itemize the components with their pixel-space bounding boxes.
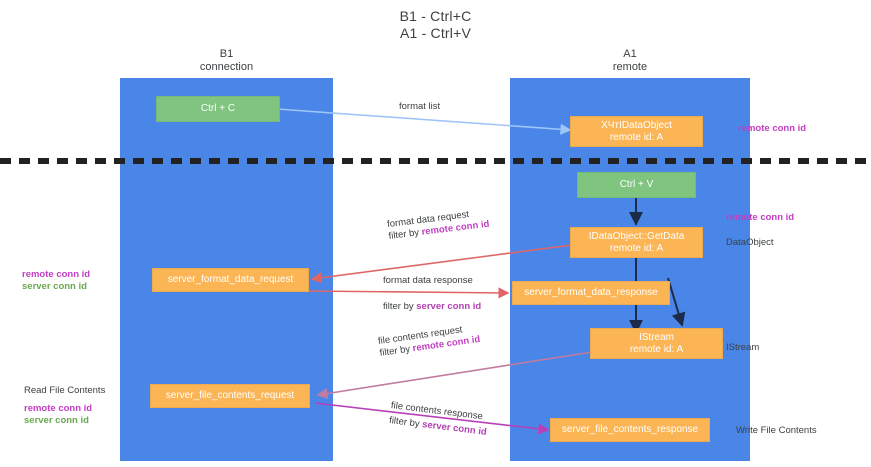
annotation-left-server-conn-mid: server conn id [22, 281, 87, 292]
node-idataobject[interactable]: ХЧтIDataObject remote id: A [570, 116, 703, 147]
annotation-left-remote-conn-bottom: remote conn id [24, 403, 93, 414]
column-header-b1-role: connection [199, 61, 254, 73]
node-server-file-contents-response-label: server_file_contents_response [561, 424, 699, 435]
annotation-left-remote-conn-mid: remote conn id [22, 269, 91, 280]
annotation-right-remote-conn-top: remote conn id [738, 123, 807, 134]
node-idataobject-sub: remote id: A [609, 131, 664, 143]
edge-label-format-data-response-filter-key: server conn id [416, 301, 482, 312]
annotation-right-istream: IStream [726, 342, 760, 353]
node-server-format-data-request-label: server_format_data_request [167, 274, 294, 285]
node-server-format-data-response-label: server_format_data_response [524, 287, 658, 298]
node-getdata[interactable]: IDataObject::GetData remote id: A [570, 227, 703, 258]
edge-label-file-contents-response: file contents response filter by server … [388, 400, 489, 439]
annotation-right-dataobject: DataObject [726, 237, 774, 248]
diagram-title-line2: A1 - Ctrl+V [399, 25, 472, 41]
node-ctrl-c[interactable]: Ctrl + C [156, 96, 280, 122]
node-getdata-sub: remote id: A [609, 242, 664, 254]
node-server-file-contents-response[interactable]: server_file_contents_response [550, 418, 710, 442]
annotation-right-remote-conn-mid: remote conn id [726, 212, 795, 223]
node-ctrl-c-label: Ctrl + C [200, 103, 236, 114]
node-ctrl-v-label: Ctrl + V [619, 179, 654, 190]
node-ctrl-v[interactable]: Ctrl + V [577, 172, 696, 198]
annotation-left-read-file-contents: Read File Contents [24, 385, 106, 396]
annotation-right-write-file-contents: Write File Contents [736, 425, 817, 436]
node-getdata-label: IDataObject::GetData [588, 230, 685, 242]
node-idataobject-label: ХЧтIDataObject [601, 119, 672, 131]
node-server-file-contents-request[interactable]: server_file_contents_request [150, 384, 310, 408]
column-header-a1-name: A1 [623, 48, 637, 60]
node-istream-label: IStream [638, 331, 674, 343]
edge-label-format-data-response-filter-prefix: filter by [383, 301, 417, 312]
edge-label-format-data-request: format data request filter by remote con… [387, 207, 491, 243]
edge-label-format-data-response: format data response filter by server co… [383, 275, 481, 313]
edge-label-file-contents-request: file contents request filter by remote c… [377, 322, 481, 360]
column-header-a1: A1 remote [510, 48, 750, 74]
annotation-left-server-conn-bottom: server conn id [24, 415, 89, 426]
node-server-format-data-response[interactable]: server_format_data_response [512, 281, 670, 305]
edge-label-format-list: format list [399, 101, 440, 113]
node-istream[interactable]: IStream remote id: A [590, 328, 723, 359]
node-server-file-contents-request-label: server_file_contents_request [165, 390, 295, 401]
edge-label-format-data-response-filter: filter by server conn id [383, 301, 481, 313]
diagram-title-line1: B1 - Ctrl+C [399, 8, 472, 24]
column-header-a1-role: remote [612, 61, 648, 73]
node-istream-sub: remote id: A [629, 343, 684, 355]
column-header-b1-name: B1 [219, 48, 234, 60]
edge-label-format-data-response-text: format data response [383, 275, 473, 286]
edge-label-file-contents-response-filter-prefix: filter by [388, 414, 423, 430]
column-header-b1: B1 connection [120, 48, 333, 74]
edge-label-format-list-text: format list [399, 101, 441, 112]
node-server-format-data-request[interactable]: server_format_data_request [152, 268, 309, 292]
